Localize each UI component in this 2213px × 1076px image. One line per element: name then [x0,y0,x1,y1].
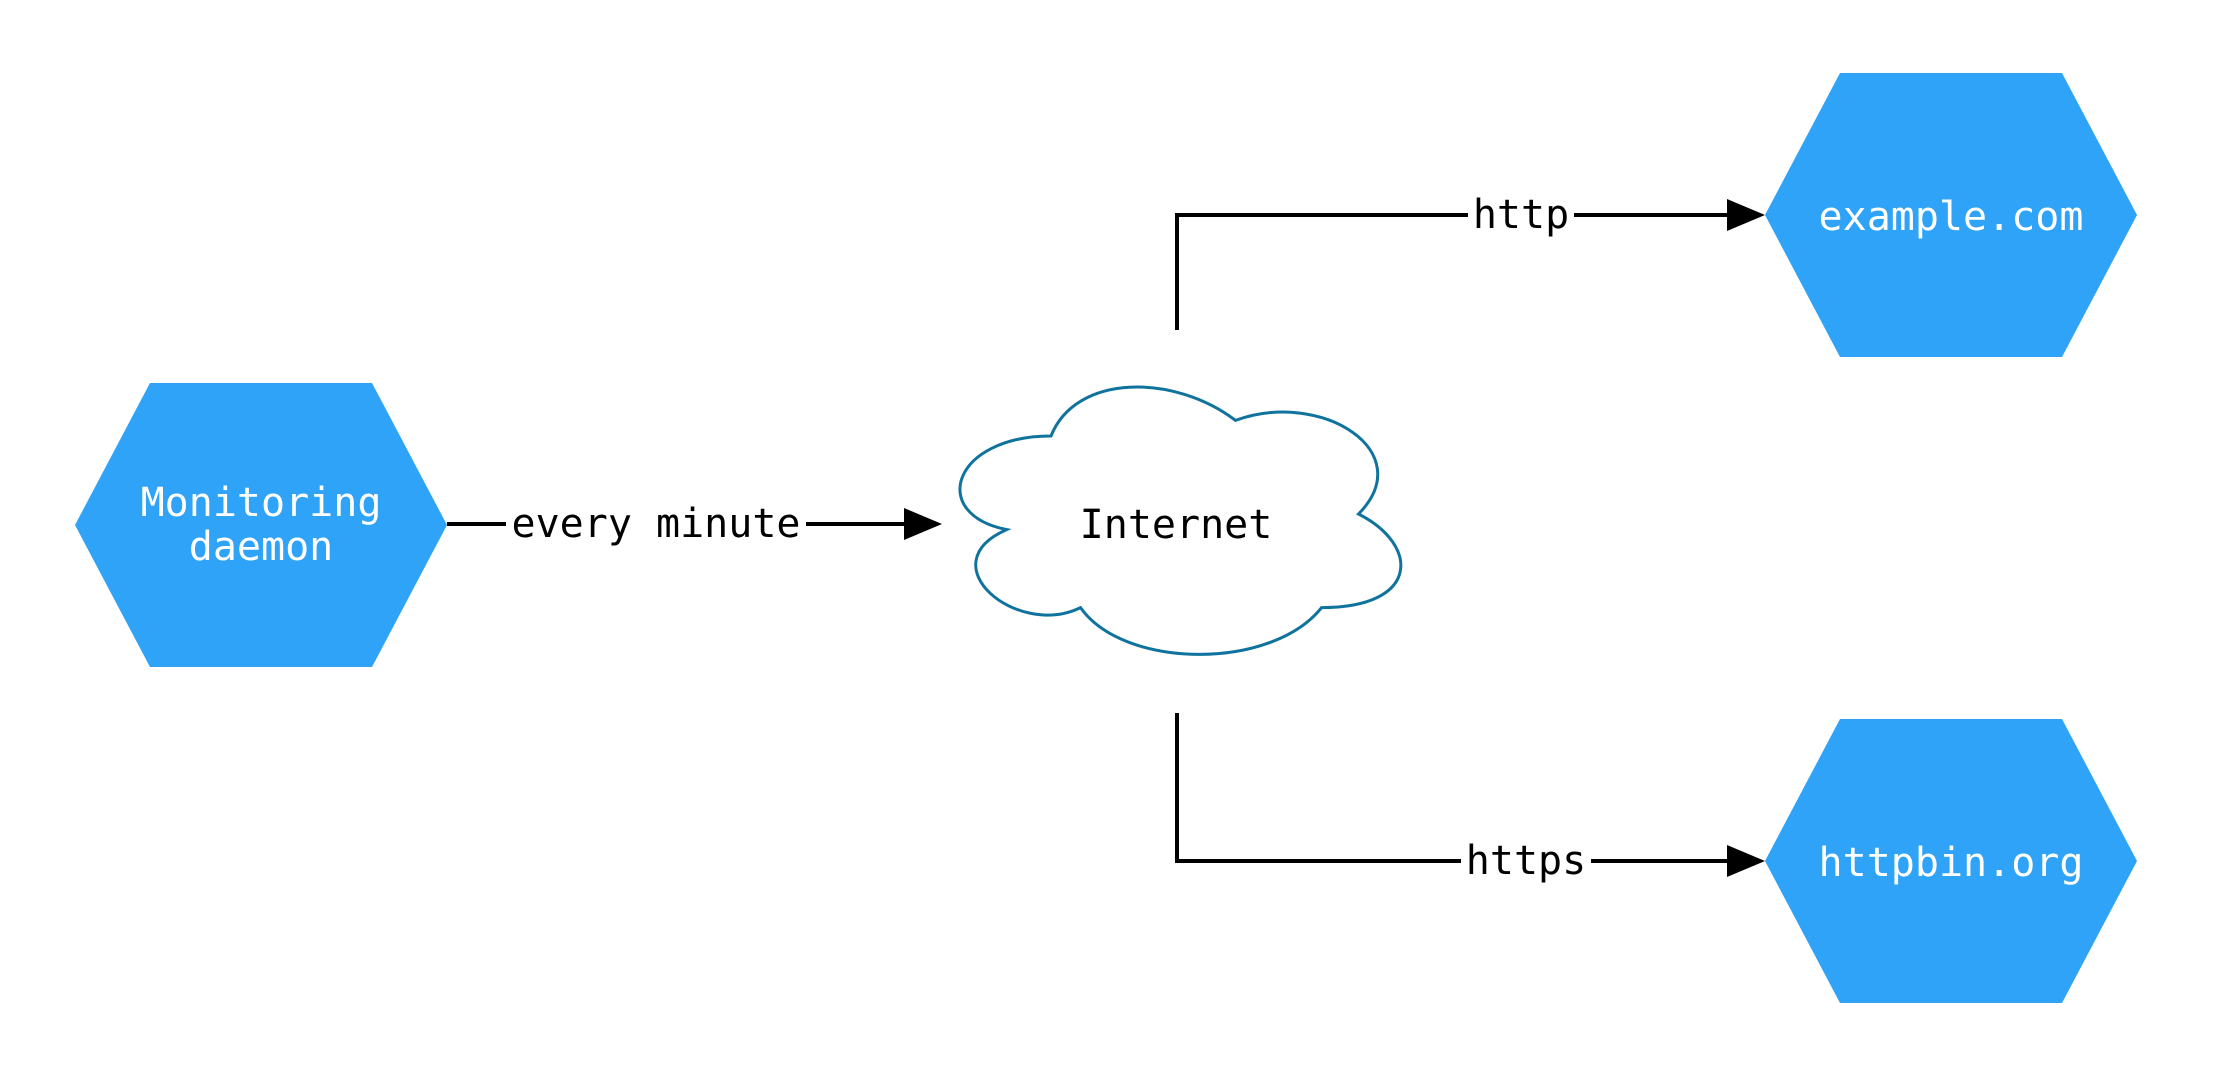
node-label-monitoring-line2: daemon [189,524,334,570]
edge-http: http [1175,192,1765,330]
arrowhead-https [1727,845,1765,877]
node-httpbin-org: httpbin.org [1765,719,2137,1003]
node-label-example-com: example.com [1819,194,2084,240]
edge-label-https: https [1466,838,1586,884]
arrowhead-every-minute [904,508,942,540]
edge-https-elbow [1175,713,1461,863]
edge-http-elbow [1175,213,1468,330]
node-internet: Internet [958,385,1403,656]
node-label-internet: Internet [1080,502,1273,548]
node-label-monitoring-line1: Monitoring [141,480,382,526]
hexagon-monitoring-daemon [75,383,447,667]
node-monitoring-daemon: Monitoring daemon [75,383,447,667]
node-label-httpbin-org: httpbin.org [1819,840,2084,886]
edge-label-every-minute: every minute [512,501,801,547]
node-example-com: example.com [1765,73,2137,357]
cloud-shape [958,385,1403,656]
hexagon-httpbin-org [1765,719,2137,1003]
edge-https: https [1175,713,1765,884]
edge-every-minute: every minute [447,501,942,547]
arrowhead-http [1727,199,1765,231]
hexagon-example-com [1765,73,2137,357]
edge-label-http: http [1473,192,1569,238]
